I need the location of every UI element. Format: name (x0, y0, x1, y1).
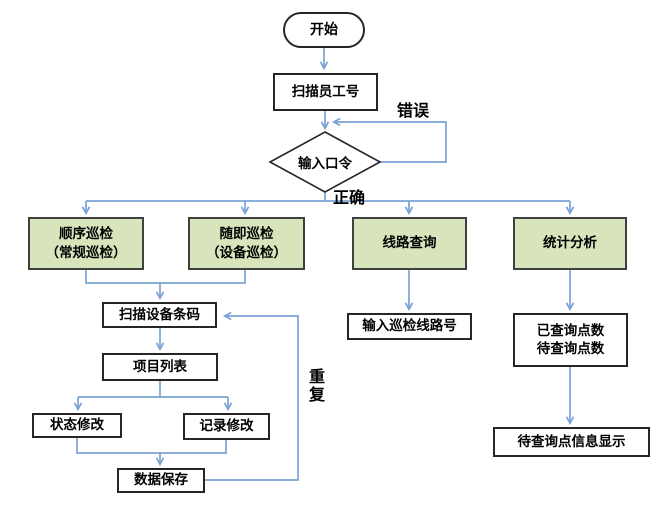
scan-employee-id-label: 扫描员工号 (291, 83, 360, 100)
scan-employee-id-node: 扫描员工号 (273, 73, 378, 111)
edge-inspection-merge (85, 270, 246, 284)
scan-device-barcode-label: 扫描设备条码 (119, 306, 200, 323)
repeat-edge-label: 重复 (306, 368, 325, 404)
random-inspection-node: 随即巡检 （设备巡检） (188, 217, 305, 270)
status-modify-node: 状态修改 (32, 413, 122, 438)
edge-item-list-split (78, 381, 228, 398)
line-query-node: 线路查询 (352, 217, 467, 270)
data-save-label: 数据保存 (134, 472, 188, 489)
point-counts-line2: 待查询点数 (536, 341, 605, 357)
password-diamond-shape (268, 131, 382, 193)
pending-point-info-display-node: 待查询点信息显示 (493, 427, 650, 457)
enter-password-node: 输入口令 (270, 148, 380, 176)
data-save-node: 数据保存 (117, 468, 205, 493)
statistical-analysis-label: 统计分析 (543, 235, 597, 252)
enter-password-label: 输入口令 (298, 156, 352, 172)
sequential-inspection-line1: 顺序巡检 (59, 226, 113, 243)
start-node: 开始 (283, 12, 365, 48)
correct-edge-label: 正确 (333, 188, 366, 207)
point-counts-node: 已查询点数 待查询点数 (513, 313, 628, 367)
sequential-inspection-node: 顺序巡检 （常规巡检） (28, 217, 144, 270)
scan-device-barcode-node: 扫描设备条码 (102, 302, 217, 328)
random-inspection-line1: 随即巡检 (219, 226, 274, 243)
random-inspection-line2: （设备巡检） (206, 244, 287, 261)
pending-point-info-display-label: 待查询点信息显示 (517, 433, 626, 450)
point-counts-line1: 已查询点数 (536, 322, 605, 339)
record-modify-node: 记录修改 (183, 413, 270, 440)
line-query-label: 线路查询 (382, 235, 437, 252)
edge-error-loop (331, 117, 447, 163)
record-modify-label: 记录修改 (199, 418, 254, 435)
input-inspection-line-number-node: 输入巡检线路号 (347, 313, 472, 340)
error-edge-label: 错误 (397, 101, 430, 120)
item-list-label: 项目列表 (133, 358, 187, 375)
statistical-analysis-node: 统计分析 (513, 217, 627, 270)
edge-modify-merge (76, 438, 227, 454)
item-list-node: 项目列表 (102, 353, 218, 381)
start-label: 开始 (310, 21, 338, 38)
status-modify-label: 状态修改 (50, 417, 104, 434)
sequential-inspection-line2: （常规巡检） (45, 244, 127, 261)
edges-group (73, 48, 575, 481)
input-inspection-line-number-label: 输入巡检线路号 (362, 318, 457, 335)
edge-repeat-loop (205, 311, 299, 481)
